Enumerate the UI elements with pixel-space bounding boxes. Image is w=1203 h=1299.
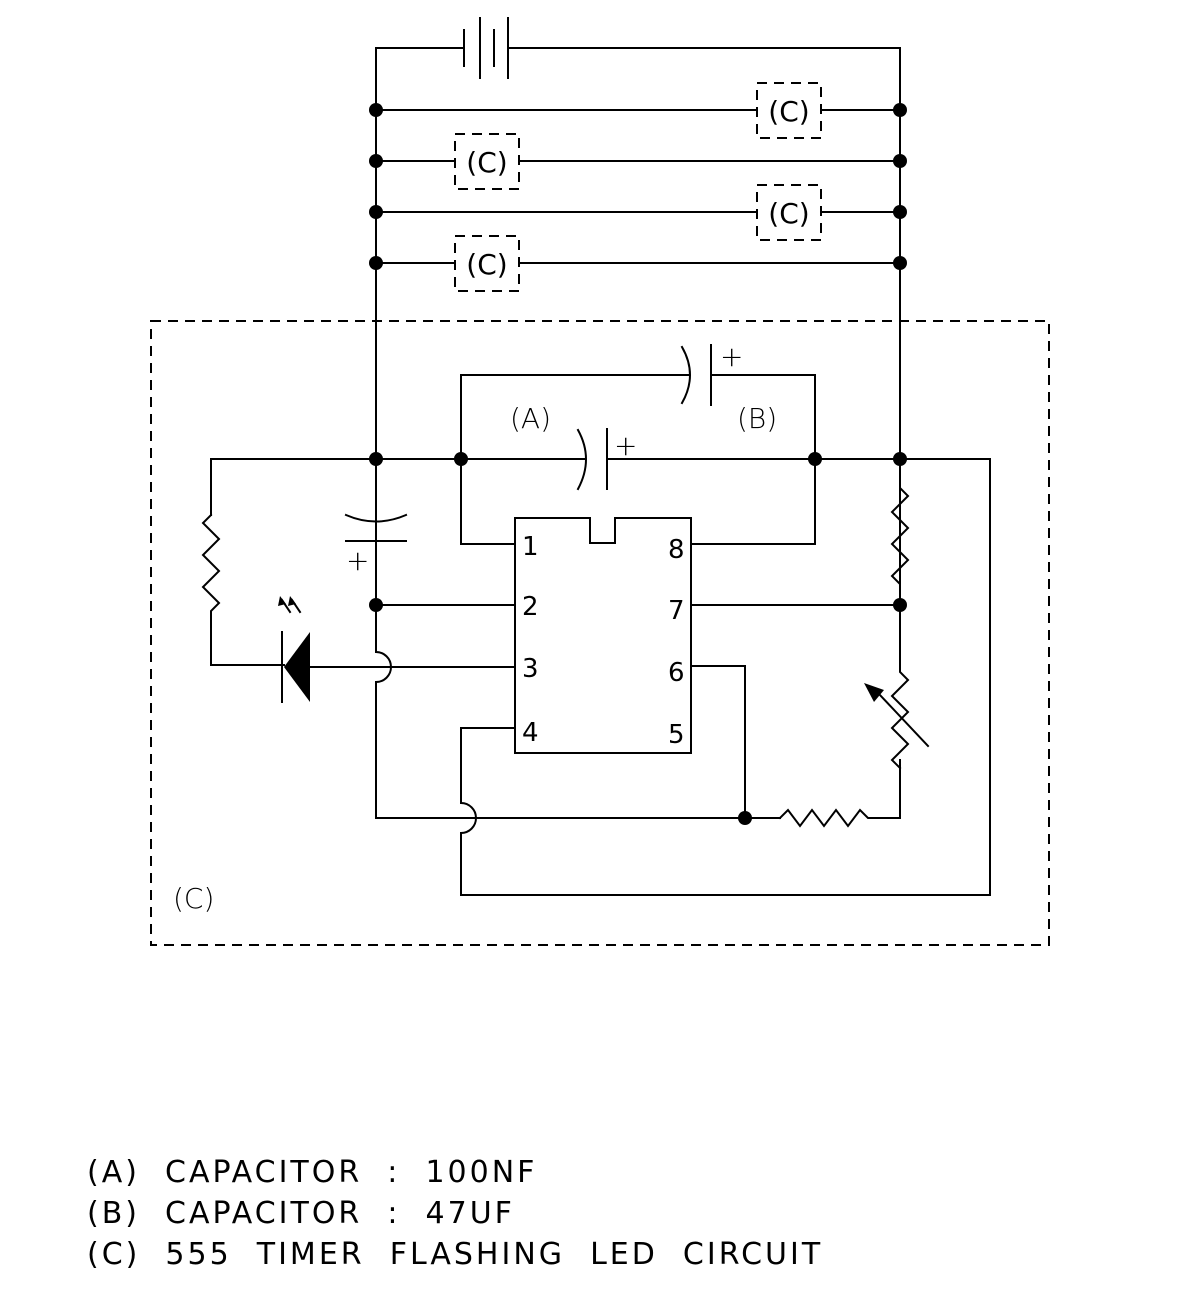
resistor-right-upper	[890, 458, 910, 606]
legend-item-b: (B) CAPACITOR : 47UF	[87, 1196, 515, 1231]
sub-circuit-label: (C)	[466, 248, 507, 281]
sub-circuit-label: (C)	[466, 146, 507, 179]
capacitor-b-label: (B)	[737, 402, 777, 435]
legend-item-a: (A) CAPACITOR : 100NF	[87, 1155, 538, 1190]
pin-6-label: 6	[668, 658, 685, 688]
pin-8-label: 8	[668, 535, 685, 565]
plus-sign: +	[614, 429, 637, 462]
legend-item-c: (C) 555 TIMER FLASHING LED CIRCUIT	[87, 1237, 824, 1272]
battery-symbol	[375, 17, 901, 79]
parallel-row-1: (C)	[375, 82, 901, 139]
pin-5-label: 5	[668, 720, 685, 750]
sub-circuit-label: (C)	[768, 197, 809, 230]
circuit-c-label: (C)	[173, 882, 214, 915]
capacitor-a-label: (A)	[510, 402, 551, 435]
legend: (A) CAPACITOR : 100NF (B) CAPACITOR : 47…	[87, 1152, 823, 1275]
plus-sign: +	[720, 340, 743, 373]
pin-1-label: 1	[522, 532, 539, 562]
variable-resistor	[864, 604, 930, 770]
parallel-row-3: (C)	[375, 184, 901, 241]
sub-circuit-label: (C)	[768, 95, 809, 128]
resistor-bottom	[778, 808, 901, 828]
pin-3-label: 3	[522, 654, 539, 684]
resistor-left	[201, 513, 221, 666]
pin-7-label: 7	[668, 596, 685, 626]
pin-2-label: 2	[522, 592, 539, 622]
pin-4-label: 4	[522, 718, 539, 748]
timing-capacitor: +	[344, 513, 408, 577]
parallel-row-4: (C)	[375, 235, 901, 292]
plus-sign: +	[346, 544, 369, 577]
ic-555: 1 2 3 4 8 7 6 5	[514, 517, 692, 754]
junction-dots	[369, 103, 907, 825]
circuit-c-enclosure	[150, 320, 1050, 946]
capacitor-b: + (B)	[460, 340, 816, 545]
parallel-row-2: (C)	[375, 133, 901, 190]
led-symbol	[278, 596, 310, 703]
capacitor-a: + (A)	[210, 402, 991, 491]
